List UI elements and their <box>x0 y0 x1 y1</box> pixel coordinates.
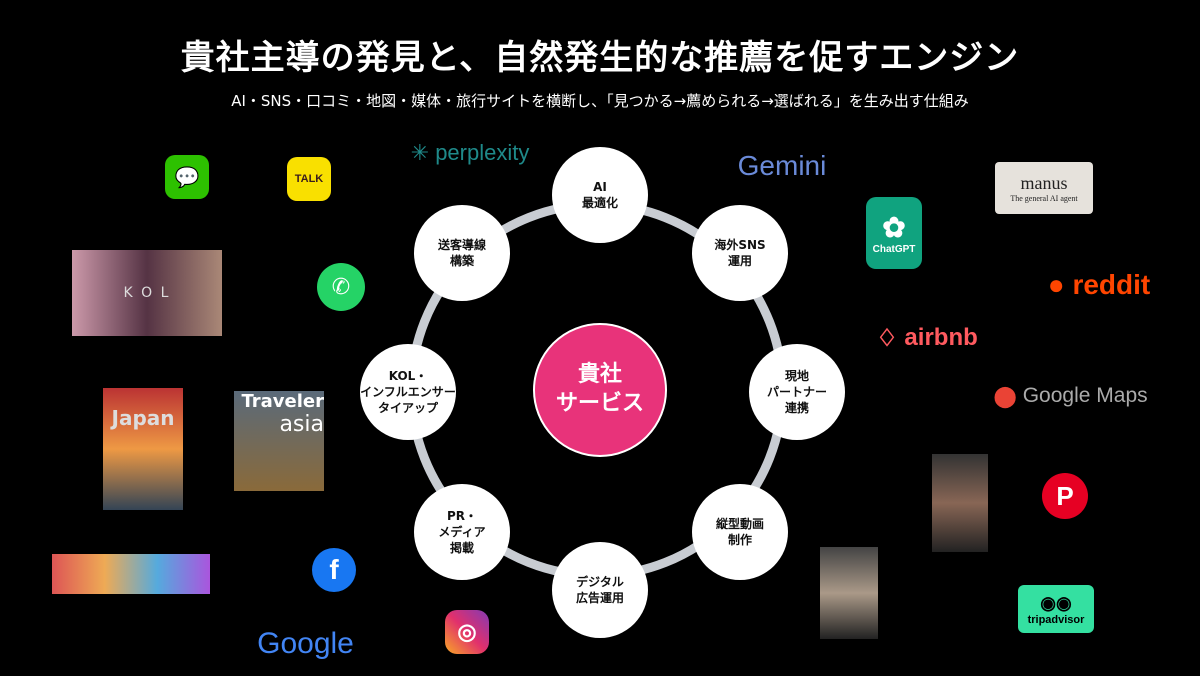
tripadvisor-label: tripadvisor <box>1027 613 1085 626</box>
japan-magazine: Japan <box>103 388 183 510</box>
perplexity-logo: ✳ perplexity <box>410 140 530 165</box>
asia-label: asia <box>279 412 324 437</box>
node-ai: AI 最適化 <box>552 147 648 243</box>
kol-photo: K O L <box>72 250 222 336</box>
airbnb-label: airbnb <box>904 324 978 351</box>
node-funnel: 送客導線 構築 <box>414 205 510 301</box>
slide-subtitle: AI・SNS・口コミ・地図・媒体・旅行サイトを横断し、「見つかる→薦められる→選… <box>231 92 969 110</box>
tripadvisor-logo: ◉◉tripadvisor <box>1018 585 1094 633</box>
node-pr: PR・ メディア 掲載 <box>414 484 510 580</box>
manus-tagline: The general AI agent <box>1010 194 1078 203</box>
facebook-icon: f <box>312 548 356 592</box>
video-thumbnail-2 <box>820 547 878 639</box>
wechat-icon: 💬 <box>165 155 209 199</box>
node-sns: 海外SNS 運用 <box>692 205 788 301</box>
talk-label: TALK <box>294 173 324 185</box>
node-video: 縦型動画 制作 <box>692 484 788 580</box>
node-partner: 現地 パートナー 連携 <box>749 344 845 440</box>
perplexity-label: perplexity <box>435 140 530 165</box>
gemini-logo: Gemini <box>737 150 827 181</box>
traveler-label: Traveler <box>241 391 324 412</box>
node-kol: KOL・ インフルエンサー タイアップ <box>360 344 456 440</box>
node-ads: デジタル 広告運用 <box>552 542 648 638</box>
manus-label: manus <box>1020 173 1068 193</box>
kakaotalk-icon: TALK <box>287 157 331 201</box>
airbnb-logo: ♢ airbnb <box>876 324 978 352</box>
whatsapp-icon: ✆ <box>317 263 365 311</box>
media-banner <box>52 554 210 594</box>
instagram-icon: ◎ <box>445 610 489 654</box>
video-thumbnail <box>932 454 988 552</box>
slide-title: 貴社主導の発見と、自然発生的な推薦を促すエンジン <box>180 38 1020 78</box>
pinterest-icon: P <box>1042 473 1088 519</box>
center-node: 貴社 サービス <box>533 323 667 457</box>
chatgpt-logo: ✿ChatGPT <box>866 197 922 269</box>
google-maps-logo: ⬤ Google Maps <box>988 378 1153 414</box>
google-maps-label: Google Maps <box>1022 384 1148 407</box>
chatgpt-label: ChatGPT <box>872 244 916 255</box>
reddit-label: reddit <box>1072 269 1151 300</box>
reddit-logo: ● reddit <box>1047 269 1151 300</box>
chatgpt-icon: ✿ <box>882 212 906 243</box>
google-logo: Google <box>257 627 354 660</box>
owl-icon: ◉◉ <box>1040 592 1072 613</box>
map-pin-icon: ⬤ <box>993 384 1017 408</box>
